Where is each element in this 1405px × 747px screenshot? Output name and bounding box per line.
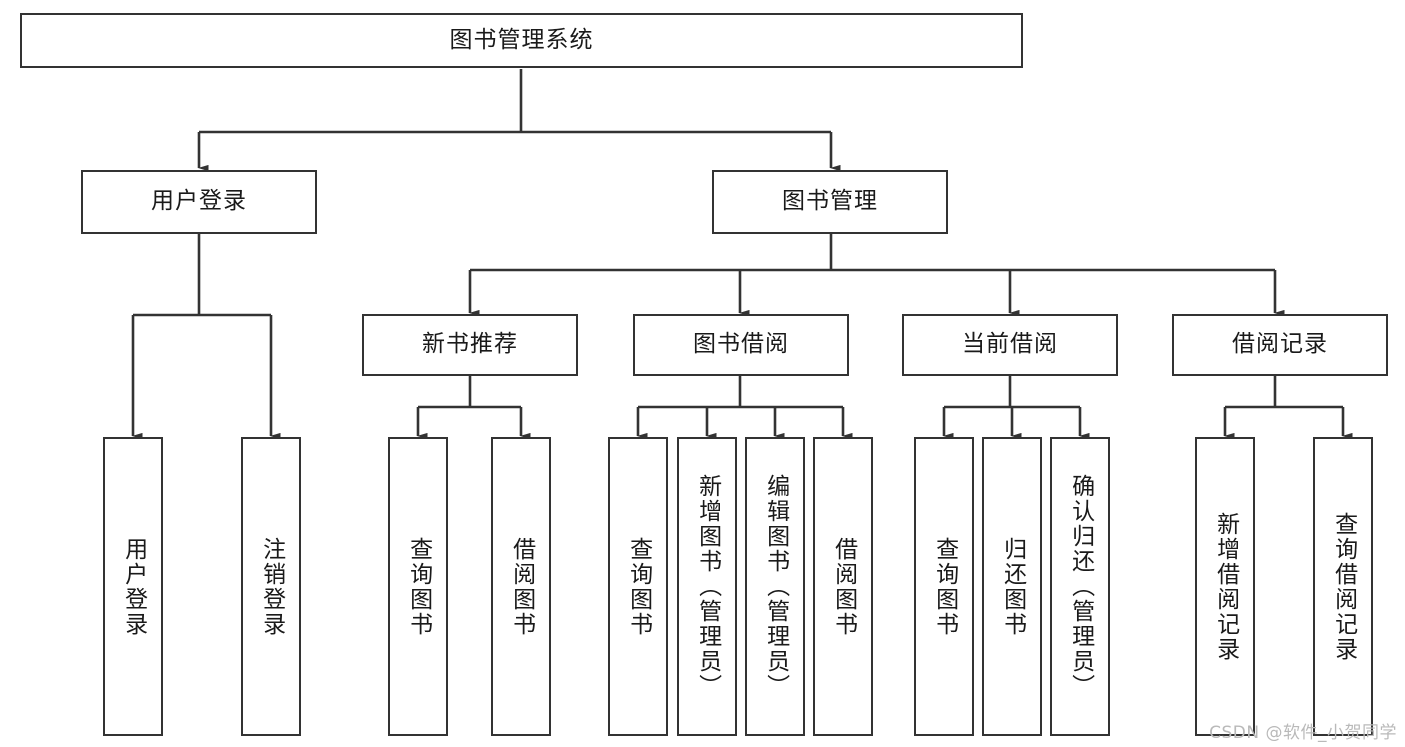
node-label: 查询图书 bbox=[625, 536, 652, 637]
node-borrow-record[interactable]: 借阅记录 bbox=[1172, 314, 1388, 376]
leaf-new-book-query-book[interactable]: 查询图书 bbox=[388, 437, 448, 736]
node-label: 新书推荐 bbox=[422, 331, 518, 358]
node-label: 借阅图书 bbox=[508, 536, 535, 637]
node-book-management[interactable]: 图书管理 bbox=[712, 170, 948, 234]
leaf-user-login-login[interactable]: 用户登录 bbox=[103, 437, 163, 736]
leaf-new-book-borrow-book[interactable]: 借阅图书 bbox=[491, 437, 551, 736]
node-label: 查询图书 bbox=[405, 536, 432, 637]
node-label: 查询借阅记录 bbox=[1330, 511, 1357, 662]
node-label: 用户登录 bbox=[151, 188, 247, 215]
node-label: 图书管理系统 bbox=[449, 26, 594, 53]
node-label: 借阅图书 bbox=[830, 536, 857, 637]
node-label: 查询图书 bbox=[931, 536, 958, 637]
node-user-login[interactable]: 用户登录 bbox=[81, 170, 317, 234]
node-book-borrow[interactable]: 图书借阅 bbox=[633, 314, 849, 376]
leaf-current-borrow-query-book[interactable]: 查询图书 bbox=[914, 437, 974, 736]
leaf-book-borrow-query-book[interactable]: 查询图书 bbox=[608, 437, 668, 736]
leaf-book-borrow-edit-book-admin[interactable]: 编辑图书（管理员） bbox=[745, 437, 805, 736]
node-label: 归还图书 bbox=[999, 536, 1026, 637]
node-label: 新增图书（管理员） bbox=[694, 474, 721, 699]
node-current-borrow[interactable]: 当前借阅 bbox=[902, 314, 1118, 376]
node-new-book-recommend[interactable]: 新书推荐 bbox=[362, 314, 578, 376]
leaf-book-borrow-add-book-admin[interactable]: 新增图书（管理员） bbox=[677, 437, 737, 736]
node-label: 注销登录 bbox=[258, 536, 285, 637]
node-label: 图书管理 bbox=[782, 188, 878, 215]
leaf-borrow-record-query-record[interactable]: 查询借阅记录 bbox=[1313, 437, 1373, 736]
node-label: 借阅记录 bbox=[1232, 331, 1328, 358]
node-label: 编辑图书（管理员） bbox=[762, 474, 789, 699]
leaf-book-borrow-borrow-book[interactable]: 借阅图书 bbox=[813, 437, 873, 736]
leaf-borrow-record-add-record[interactable]: 新增借阅记录 bbox=[1195, 437, 1255, 736]
leaf-user-login-logout[interactable]: 注销登录 bbox=[241, 437, 301, 736]
node-root-book-management-system[interactable]: 图书管理系统 bbox=[20, 13, 1023, 68]
leaf-current-borrow-return-book[interactable]: 归还图书 bbox=[982, 437, 1042, 736]
node-label: 当前借阅 bbox=[962, 331, 1058, 358]
leaf-current-borrow-confirm-return-admin[interactable]: 确认归还（管理员） bbox=[1050, 437, 1110, 736]
node-label: 新增借阅记录 bbox=[1212, 511, 1239, 662]
node-label: 确认归还（管理员） bbox=[1067, 474, 1094, 699]
csdn-watermark: CSDN @软件_小贺同学 bbox=[1209, 723, 1397, 743]
node-label: 用户登录 bbox=[120, 536, 147, 637]
node-label: 图书借阅 bbox=[693, 331, 789, 358]
